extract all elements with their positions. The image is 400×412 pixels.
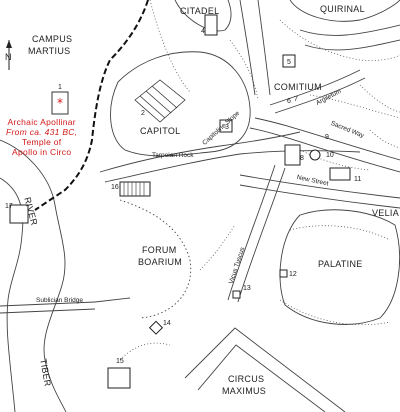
site-number: 9 <box>325 134 329 141</box>
site-number: 2 <box>141 110 145 117</box>
annotation-line-4: Apollo in Circo <box>12 147 72 157</box>
label-sublician-bridge: Sublician Bridge <box>36 297 83 304</box>
building-4 <box>204 14 218 36</box>
building-16 <box>119 181 151 197</box>
capitol-hill-outline <box>110 51 251 157</box>
building-14 <box>148 320 164 335</box>
label-campus: CAMPUS <box>32 34 73 44</box>
site-number: 10 <box>326 152 334 159</box>
site-number: 12 <box>289 271 297 278</box>
circus-maximus-outline <box>184 327 346 412</box>
building-10 <box>309 149 321 161</box>
site-number: 5 <box>287 59 291 66</box>
label-tarpeian-rock: Tarpeian Rock <box>152 152 194 159</box>
site-number: 3 <box>225 124 229 131</box>
sublician-bridge <box>0 301 96 307</box>
label-comitium: COMITIUM <box>274 82 322 92</box>
label-palatine: PALATINE <box>318 259 363 269</box>
site-number: 14 <box>163 320 171 327</box>
road-new-street <box>239 174 400 199</box>
site-number: 8 <box>300 155 304 162</box>
building-3 <box>219 119 233 133</box>
building-5 <box>282 54 296 68</box>
temple-apollo-marker <box>51 91 69 115</box>
citadel-hill-outline <box>174 0 232 32</box>
annotation-line-1: Archaic Apollinar <box>7 117 76 127</box>
building-11 <box>329 167 351 181</box>
label-capitol: CAPITOL <box>140 126 181 136</box>
svg-text:*: * <box>57 96 63 110</box>
building-12 <box>279 269 288 278</box>
label-citadel: CITADEL <box>180 6 220 16</box>
annotation-line-2: From ca. 431 BC, <box>6 127 78 137</box>
site-number: 17 <box>5 203 13 210</box>
road-tarpeian <box>99 131 301 173</box>
site-number: 13 <box>243 285 251 292</box>
site-number: 1 <box>58 84 62 91</box>
river-bank-east <box>0 139 67 412</box>
road-argiletum <box>269 69 361 106</box>
label-maximus: MAXIMUS <box>222 386 267 396</box>
site-number: 11 <box>354 176 362 183</box>
site-number: 7 <box>294 96 298 103</box>
building-15 <box>107 367 131 389</box>
apollo-annotation: Archaic Apollinar From ca. 431 BC, Templ… <box>6 117 77 157</box>
road-vicus-tuscus <box>227 164 276 301</box>
label-forum: FORUM <box>142 245 177 255</box>
site-number: 6 <box>287 98 291 105</box>
label-boarium: BOARIUM <box>138 257 183 267</box>
palatine-hill-outline <box>279 209 400 325</box>
site-number: 15 <box>116 358 124 365</box>
capitol-temple <box>134 79 186 123</box>
label-quirinal: QUIRINAL <box>320 4 365 14</box>
city-wall <box>34 0 149 211</box>
river-bank-west <box>0 177 24 412</box>
road-sacred-way <box>254 117 400 161</box>
label-circus: CIRCUS <box>228 374 265 384</box>
quirinal-hill-outline <box>289 0 400 22</box>
site-number: 4 <box>201 28 205 35</box>
site-number: 16 <box>111 184 119 191</box>
label-velia: VELIA <box>372 208 400 218</box>
building-13 <box>232 290 241 299</box>
compass-label: N <box>5 52 12 62</box>
annotation-line-3: Temple of <box>21 137 62 147</box>
building-17 <box>9 204 29 224</box>
label-martius: MARTIUS <box>28 46 71 56</box>
building-8 <box>284 144 301 166</box>
